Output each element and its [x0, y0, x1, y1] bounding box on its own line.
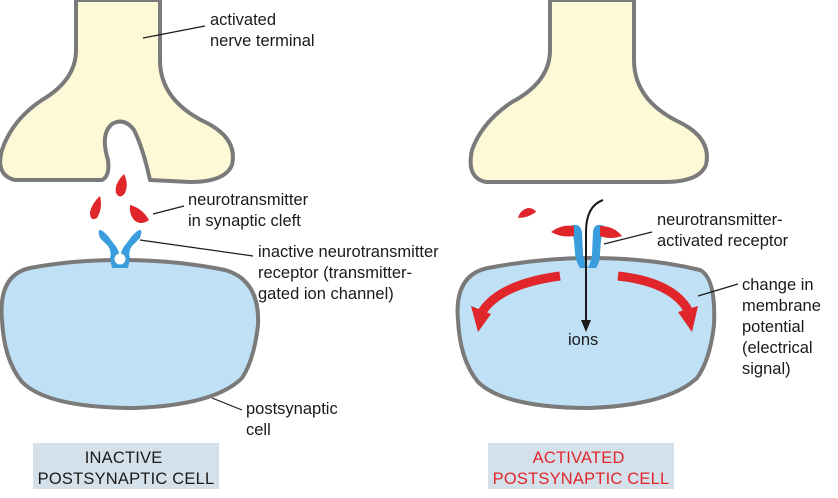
caption-inactive: INACTIVE POSTSYNAPTIC CELL	[38, 449, 215, 488]
neurotransmitter-molecule	[518, 208, 536, 218]
label-ions: ions	[568, 331, 598, 349]
ion-flow-arrowhead	[581, 320, 591, 332]
nerve-terminal-right	[468, 0, 709, 184]
label-postsynaptic-cell: postsynaptic cell	[246, 400, 342, 439]
inactive-panel: activated nerve terminal neurotransmitte…	[0, 0, 443, 489]
neurotransmitters-bound	[518, 208, 622, 238]
neurotransmitter-molecule	[90, 196, 101, 220]
leader-membrane-change	[697, 283, 739, 297]
inactive-receptor	[98, 230, 142, 268]
neurotransmitter-molecule	[115, 174, 127, 197]
postsynaptic-cell-left	[0, 258, 261, 410]
nerve-terminal-left	[0, 0, 235, 184]
leader-nerve-terminal	[142, 25, 206, 39]
membrane-change-arrowhead-right	[678, 306, 698, 332]
leader-inactive-receptor	[139, 239, 254, 257]
neurotransmitter-molecule	[600, 226, 622, 238]
label-activated-nerve-terminal: activated nerve terminal	[210, 11, 315, 50]
label-neurotransmitter-cleft: neurotransmitter in synaptic cleft	[188, 191, 313, 230]
caption-activated: ACTIVATED POSTSYNAPTIC CELL	[493, 449, 670, 488]
label-activated-receptor: neurotransmitter- activated receptor	[657, 211, 789, 250]
caption-box-inactive	[33, 443, 219, 489]
caption-box-activated	[488, 443, 674, 489]
neurotransmitters-cleft	[90, 174, 149, 223]
ion-flow-arrow	[585, 199, 604, 322]
membrane-change-arrow-left	[478, 271, 561, 315]
leader-neurotransmitter	[152, 205, 185, 215]
membrane-change-arrow-right	[617, 271, 692, 313]
leader-postsynaptic-cell	[211, 397, 243, 411]
neurotransmitter-molecule	[129, 205, 149, 223]
leader-activated-receptor	[603, 231, 653, 245]
label-membrane-change: change in membrane potential (electrical…	[742, 276, 825, 378]
activated-panel: neurotransmitter- activated receptor cha…	[455, 0, 825, 489]
postsynaptic-cell-right	[455, 256, 717, 410]
neurotransmitter-molecule	[551, 225, 574, 237]
label-inactive-receptor: inactive neurotransmitter receptor (tran…	[258, 243, 443, 303]
membrane-change-arrowhead-left	[471, 306, 491, 332]
